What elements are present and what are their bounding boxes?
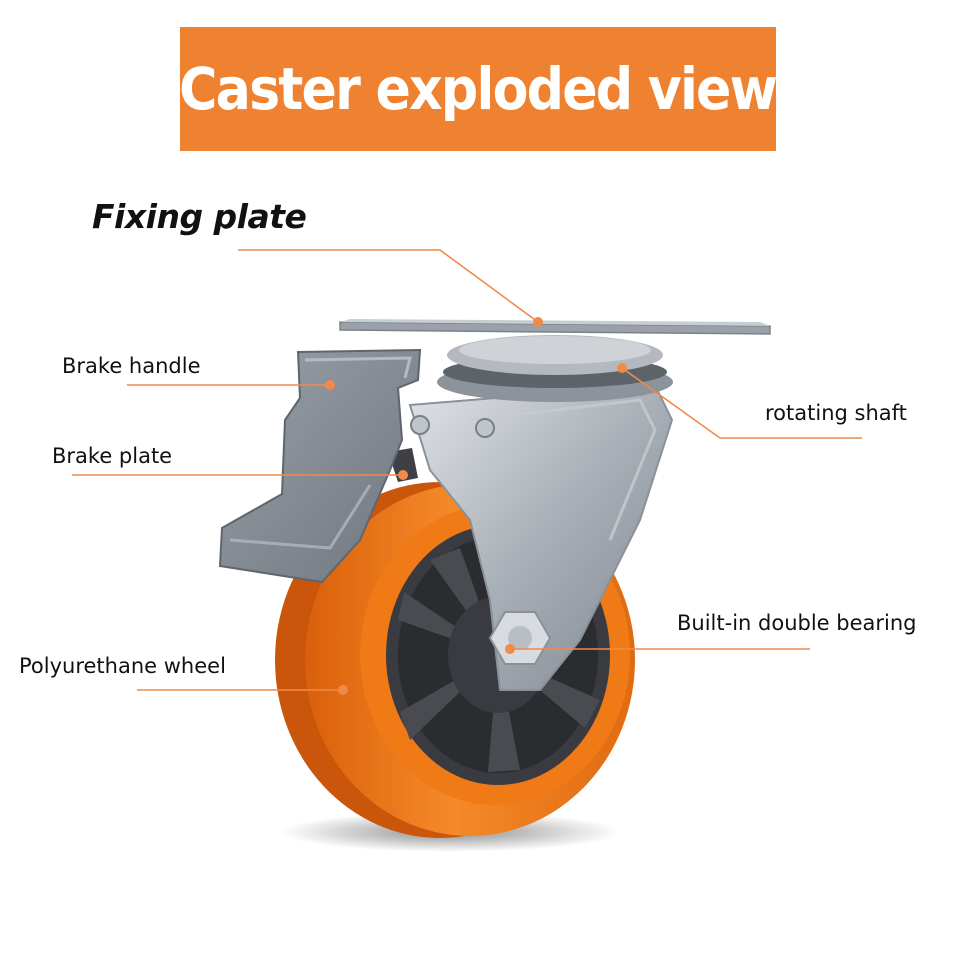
label-built-in-bearing: Built-in double bearing	[677, 611, 917, 635]
brake-handle	[218, 348, 422, 584]
fixing-plate	[339, 319, 771, 335]
label-fixing-plate: Fixing plate	[92, 197, 307, 236]
axle-bolt	[488, 611, 552, 665]
swivel-bearing	[437, 335, 673, 402]
label-rotating-shaft: rotating shaft	[765, 401, 907, 425]
fork-bracket	[408, 383, 674, 691]
title-banner: Caster exploded view	[179, 27, 779, 151]
leader-fixing-plate	[238, 249, 539, 323]
leader-dots	[325, 317, 627, 695]
leader-lines	[72, 249, 862, 691]
label-brake-plate: Brake plate	[52, 444, 173, 468]
leader-rotating-shaft	[621, 367, 862, 439]
page-title: Caster exploded view	[179, 55, 779, 123]
label-brake-handle: Brake handle	[62, 354, 201, 378]
label-polyurethane-wheel: Polyurethane wheel	[19, 654, 226, 678]
